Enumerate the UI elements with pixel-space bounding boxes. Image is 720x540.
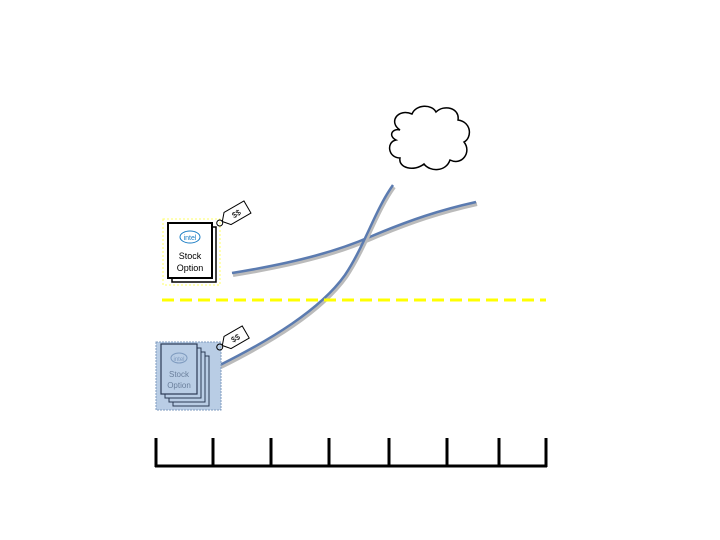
card-label-line1: Stock bbox=[179, 251, 202, 261]
card-label-line2: Option bbox=[177, 263, 204, 273]
stock-option-card[interactable]: intel Stock Option bbox=[162, 218, 221, 286]
intel-logo bbox=[179, 230, 201, 244]
price-tag-icon: $$ bbox=[216, 200, 252, 227]
timeline-axis bbox=[154, 438, 548, 468]
stack-label-line2: Option bbox=[167, 381, 191, 390]
price-tag-icon: $$ bbox=[216, 325, 250, 351]
stack-label-line1: Stock bbox=[169, 370, 190, 379]
stacked-options-curve bbox=[219, 184, 396, 369]
stacked-stock-options[interactable]: intel Stock Option bbox=[155, 341, 222, 411]
stack-intel-logo-text: intel bbox=[173, 357, 184, 363]
cloud-icon bbox=[388, 105, 471, 171]
intel-logo-text: intel bbox=[184, 235, 197, 242]
single-option-curve bbox=[231, 200, 478, 277]
